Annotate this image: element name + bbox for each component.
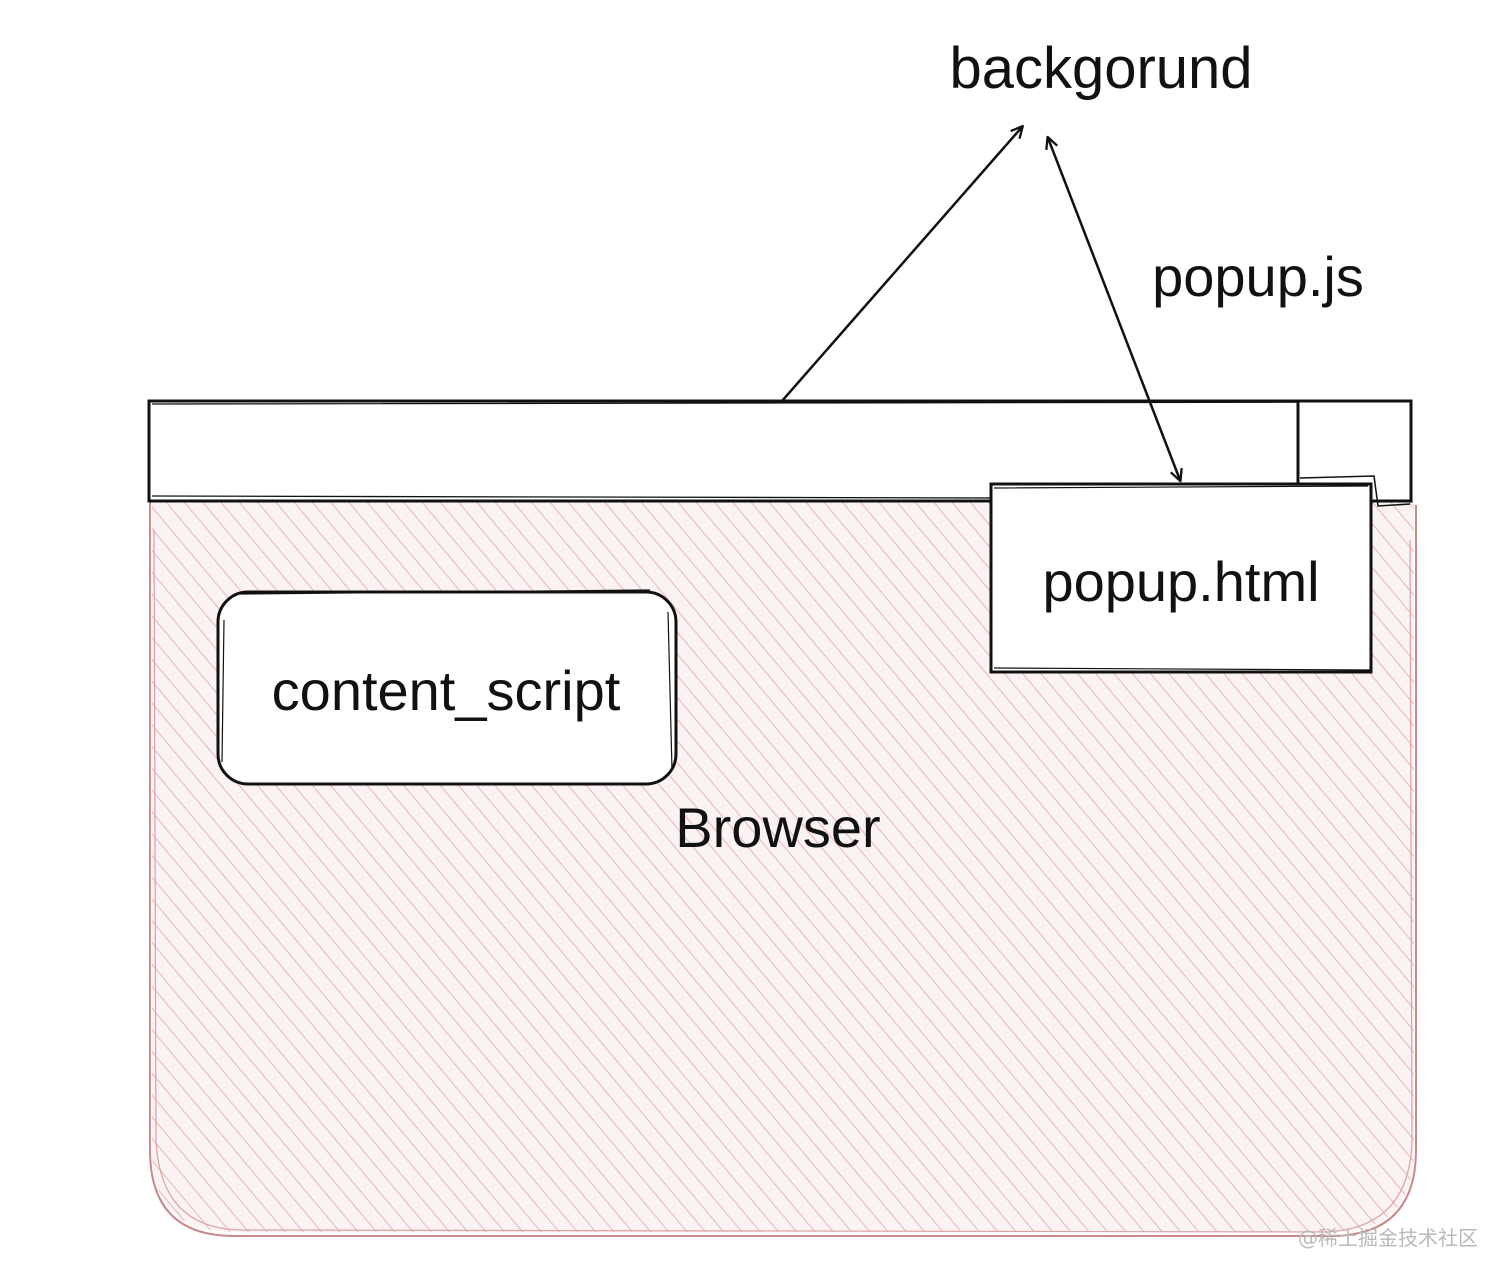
extension-button-sketch <box>1299 475 1411 507</box>
popup-html-label: popup.html <box>1042 550 1319 613</box>
popup-html-sketch <box>993 485 1373 671</box>
arrow-toolbar-to-background <box>781 124 1024 402</box>
browser-outline <box>149 498 1417 1237</box>
arrow-background-popup-bidirectional <box>1045 135 1183 483</box>
content-script-label: content_script <box>272 659 621 722</box>
connections <box>781 124 1183 483</box>
background-label: backgorund <box>949 36 1252 101</box>
popup-html-box: popup.html <box>989 482 1373 674</box>
popup-js-label: popup.js <box>1152 245 1364 308</box>
browser-window: popup.html content_script Browser <box>147 399 1417 1237</box>
watermark-text: @稀土掘金技术社区 <box>1298 1226 1478 1250</box>
content-script-sketch <box>221 589 673 771</box>
popup-html-frame <box>989 482 1373 674</box>
browser-label: Browser <box>675 796 880 859</box>
browser-outline-sketch <box>153 529 1413 1233</box>
content-script-box: content_script <box>216 589 678 786</box>
